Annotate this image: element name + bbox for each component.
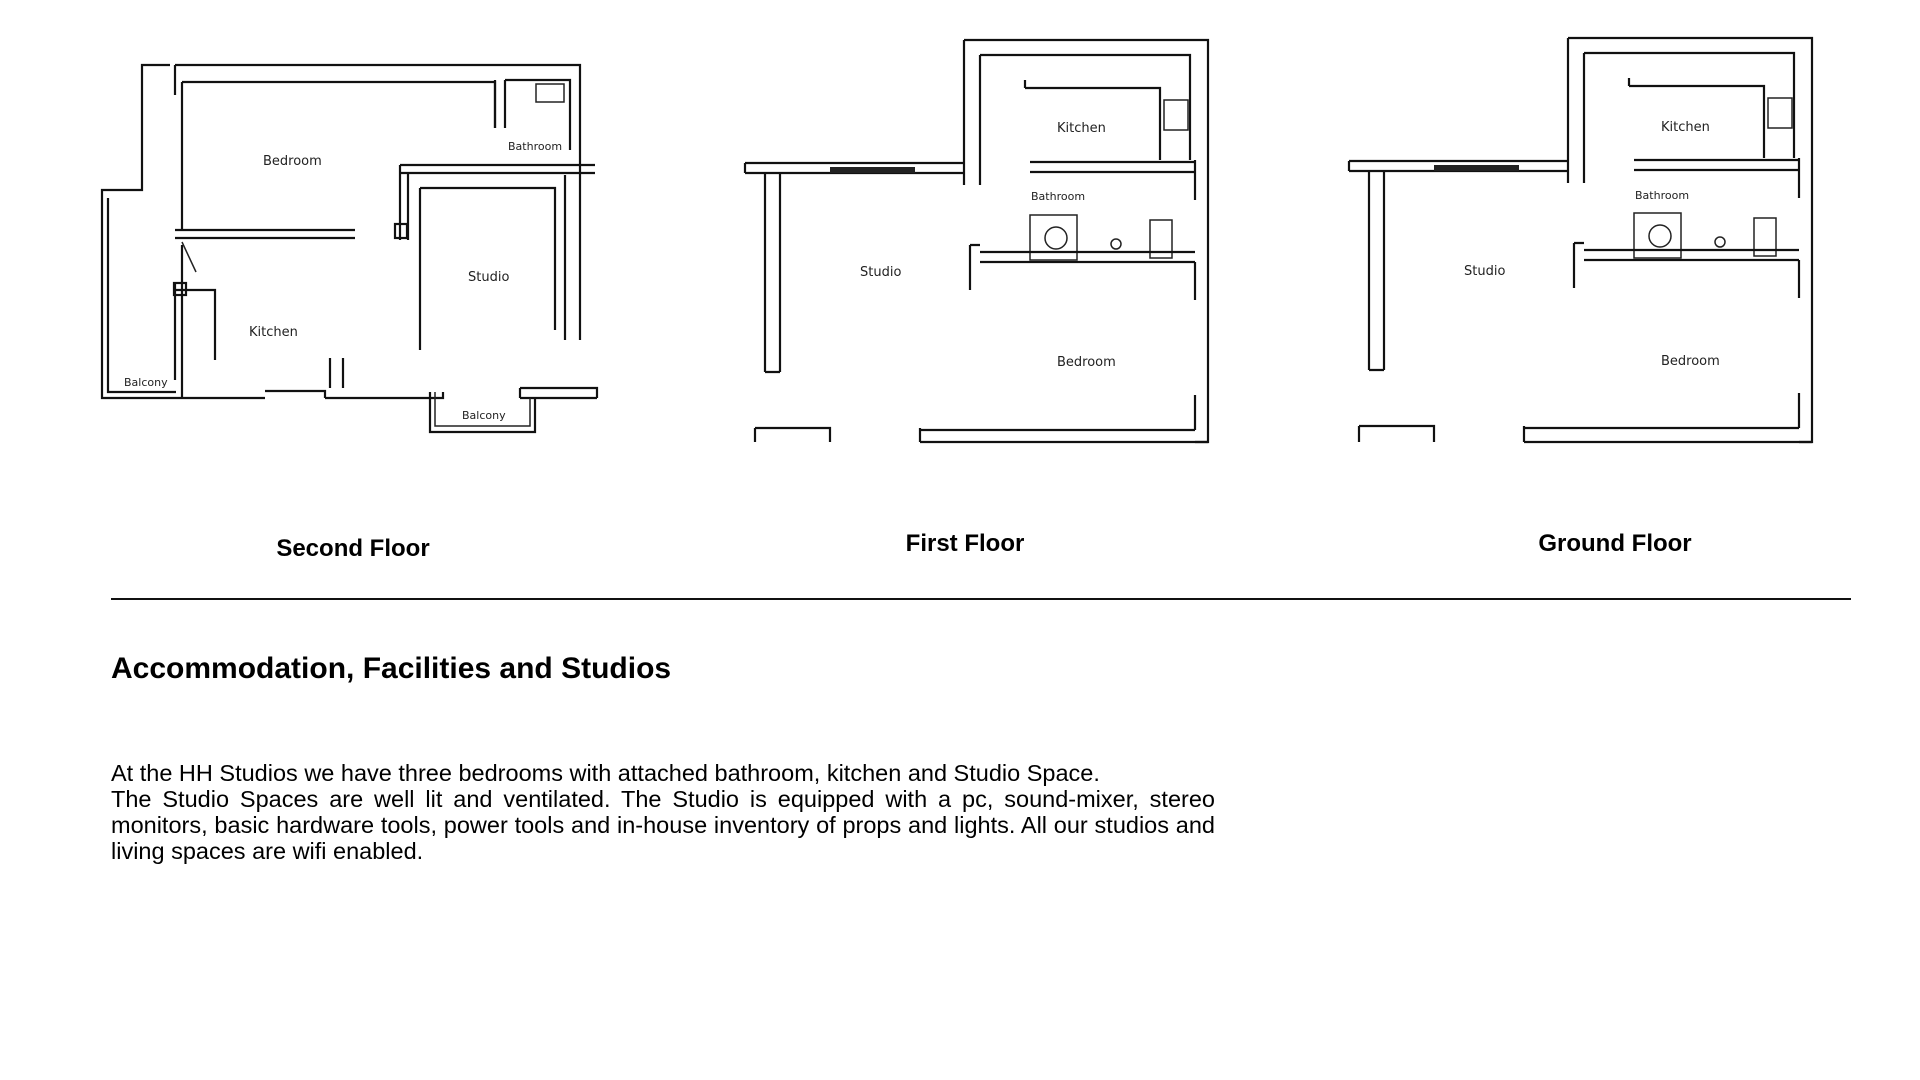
ground-floor-kitchen-label: Kitchen (1661, 120, 1710, 135)
first-floor-bathroom-label: Bathroom (1031, 190, 1085, 203)
description-paragraph-2: The Studio Spaces are well lit and venti… (111, 786, 1215, 864)
first-floor-kitchen-label: Kitchen (1057, 121, 1106, 136)
second-floor-kitchen-label: Kitchen (249, 325, 298, 340)
first-floor-bedroom-label: Bedroom (1057, 355, 1116, 370)
ground-floor-caption: Ground Floor (1538, 530, 1692, 557)
second-floor-plan: Bedroom Bathroom Studio Kitchen Balcony … (100, 63, 599, 434)
second-floor-bedroom-label: Bedroom (263, 154, 322, 169)
ground-floor-plan: Kitchen Bathroom Studio Bedroom (1347, 36, 1814, 444)
section-divider (111, 598, 1851, 600)
first-floor-studio-label: Studio (860, 265, 901, 280)
ground-floor-bedroom-label: Bedroom (1661, 354, 1720, 369)
section-title: Accommodation, Facilities and Studios (111, 652, 672, 685)
description-paragraph-1: At the HH Studios we have three bedrooms… (111, 760, 1100, 786)
description-block: At the HH Studios we have three bedrooms… (111, 760, 1215, 864)
second-floor-balcony-left-label: Balcony (124, 376, 168, 389)
ground-floor-studio-label: Studio (1464, 264, 1505, 279)
second-floor-caption: Second Floor (276, 535, 430, 562)
ground-floor-bathroom-label: Bathroom (1635, 189, 1689, 202)
second-floor-studio-label: Studio (468, 270, 509, 285)
second-floor-bathroom-label: Bathroom (508, 140, 562, 153)
first-floor-caption: First Floor (905, 530, 1025, 557)
second-floor-balcony-bottom-label: Balcony (462, 409, 506, 422)
first-floor-plan: Kitchen Bathroom Studio Bedroom (743, 38, 1210, 444)
